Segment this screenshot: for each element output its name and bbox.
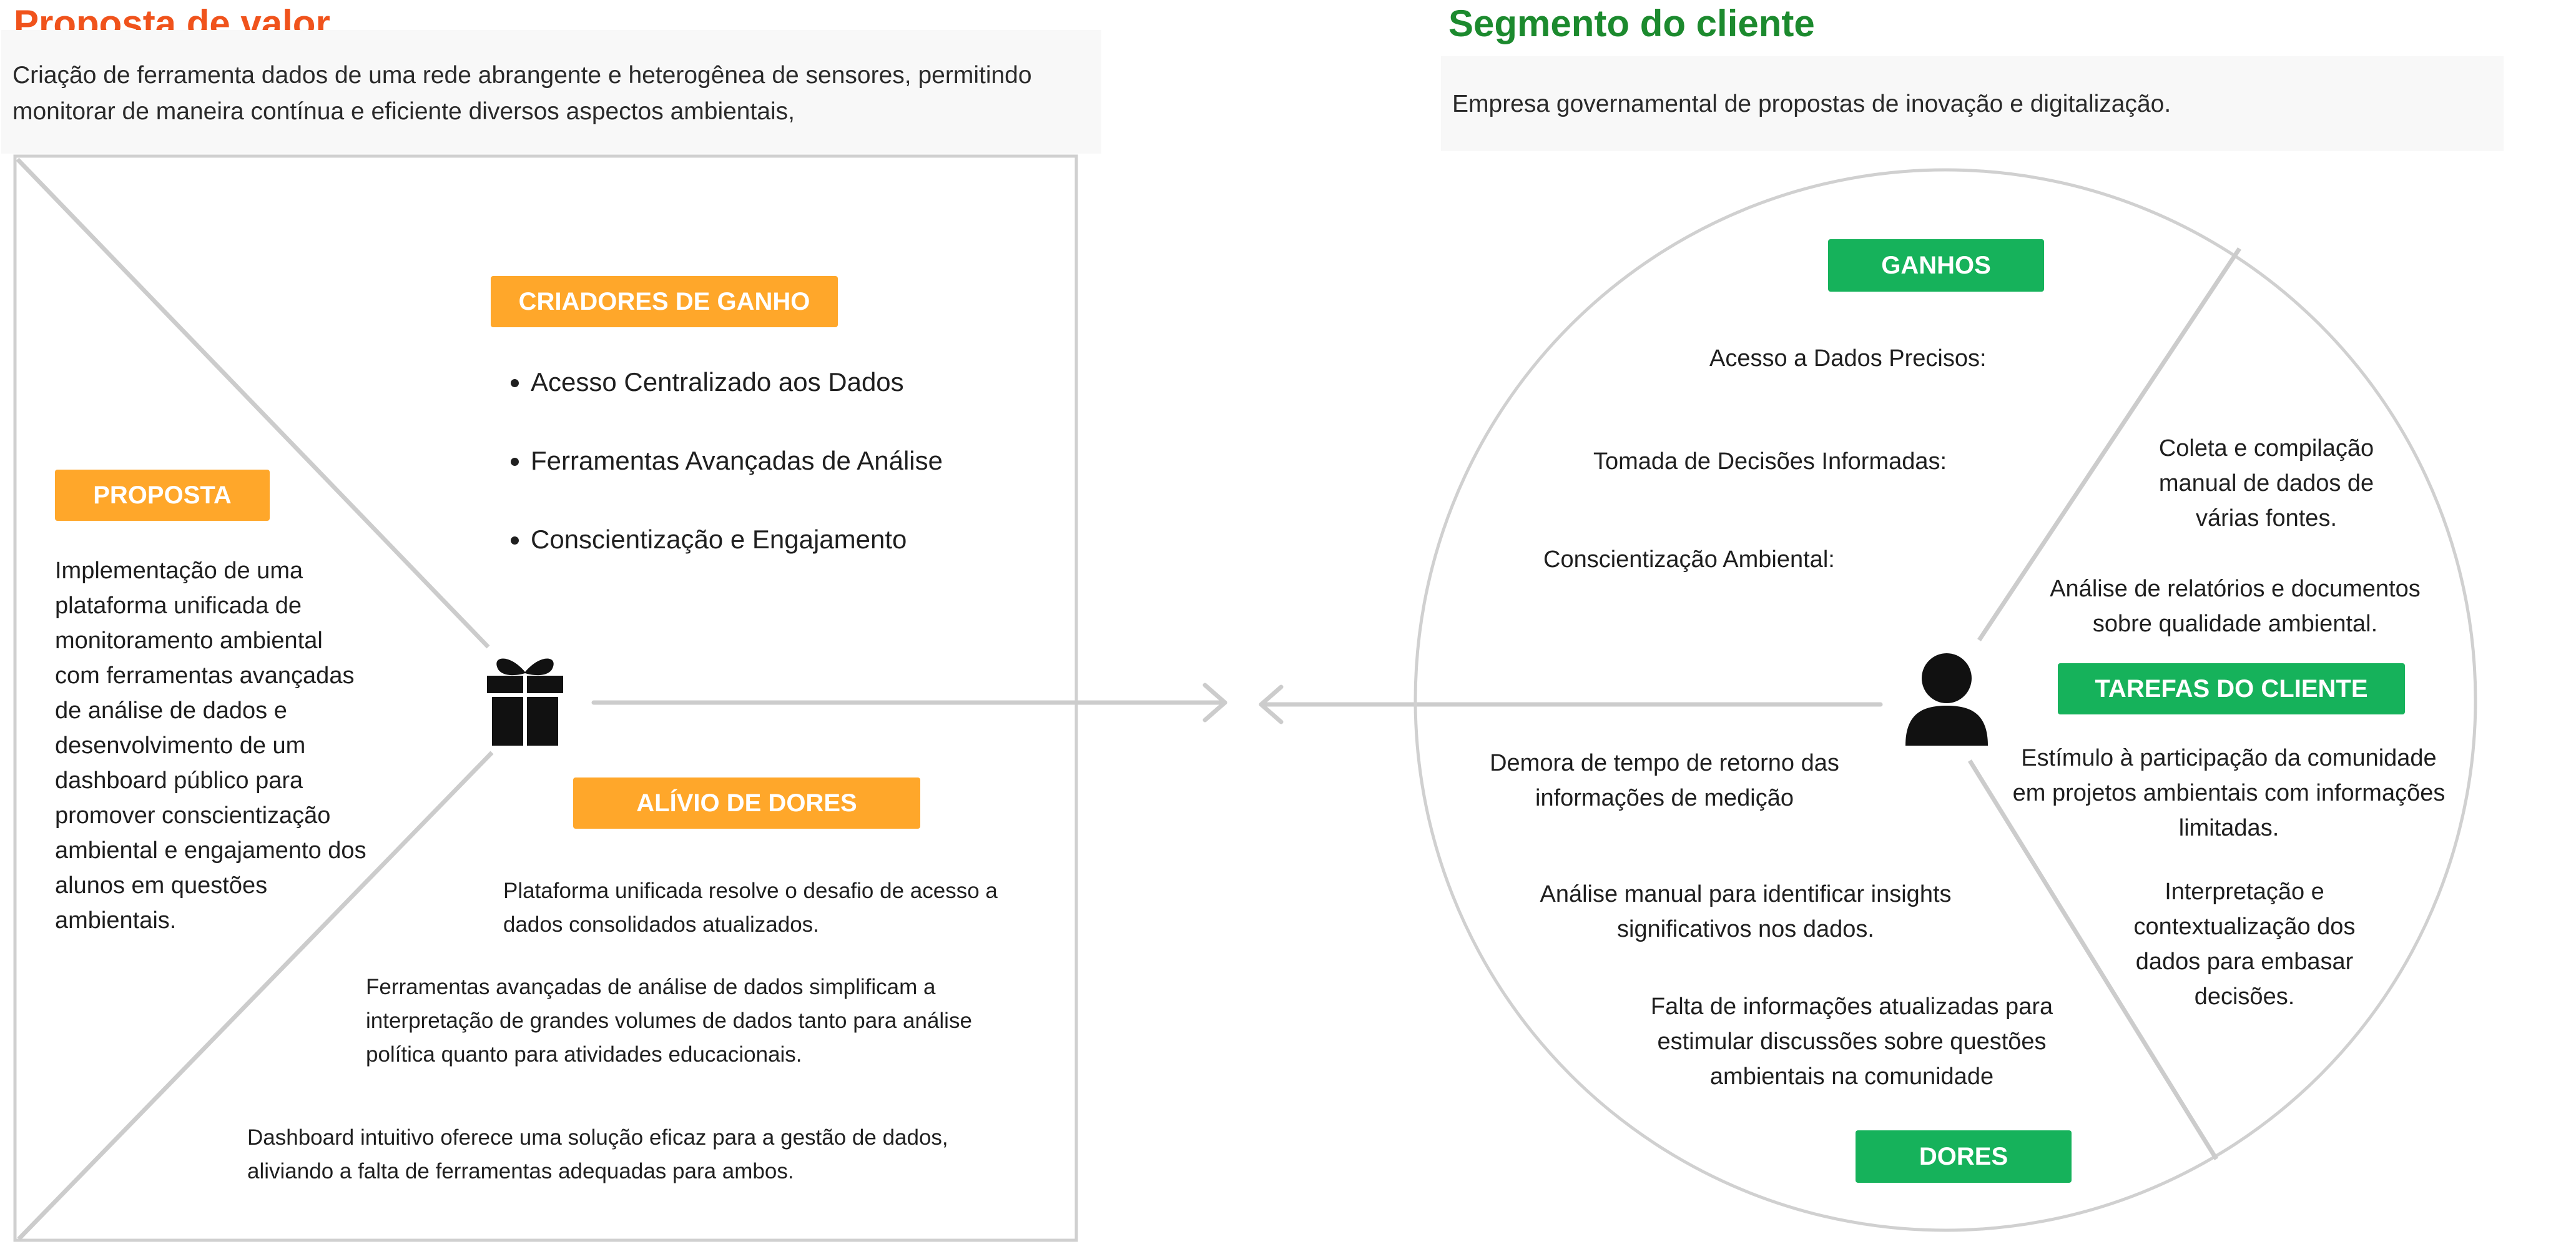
gain-item: Conscientização Ambiental:: [1543, 546, 1835, 573]
pain-reliever-item: Ferramentas avançadas de análise de dado…: [366, 975, 972, 1067]
job-item: Interpretação e contextualização dos dad…: [2133, 879, 2356, 1010]
value-proposition-description: Criação de ferramenta dados de uma rede …: [1, 30, 1101, 154]
segment-line-upper: [1977, 247, 2241, 641]
customer-segment-description: Empresa governamental de propostas de in…: [1441, 56, 2504, 151]
customer-segment-title: Segmento do cliente: [1448, 2, 1815, 44]
job-item: Coleta e compilação manual de dados de v…: [2158, 435, 2374, 531]
pain-item: Falta de informações atualizadas para es…: [1650, 994, 2053, 1090]
arrow-right: [591, 683, 1227, 723]
gain-creator-item: Ferramentas Avançadas de Análise: [531, 446, 1093, 525]
proposta-text: Implementação de uma plataforma unificad…: [55, 558, 366, 934]
pain-relievers-tag: ALÍVIO DE DORES: [573, 778, 920, 829]
pain-item: Demora de tempo de retorno das informaçõ…: [1490, 750, 1839, 811]
pain-reliever-item: Plataforma unificada resolve o desafio d…: [503, 879, 998, 937]
pain-item: Análise manual para identificar insights…: [1540, 881, 1952, 942]
pains-tag: DORES: [1856, 1130, 2072, 1183]
arrow-left: [1259, 684, 1883, 724]
gain-creators-list: Acesso Centralizado aos Dados Ferramenta…: [493, 367, 1093, 603]
job-item: Estímulo à participação da comunidade em…: [2012, 745, 2446, 841]
gain-creator-item: Acesso Centralizado aos Dados: [531, 367, 1093, 446]
job-item: Análise de relatórios e documentos sobre…: [2050, 576, 2421, 637]
gain-creators-tag: CRIADORES DE GANHO: [491, 276, 838, 327]
value-map-square: [13, 154, 1078, 1242]
customer-profile-circle: [1413, 168, 2477, 1232]
customer-jobs-tag: TAREFAS DO CLIENTE: [2058, 663, 2405, 714]
gain-item: Acesso a Dados Precisos:: [1709, 345, 1987, 372]
gain-creator-item: Conscientização e Engajamento: [531, 525, 1093, 603]
proposta-tag: PROPOSTA: [55, 470, 270, 521]
gains-tag: GANHOS: [1828, 239, 2044, 292]
gift-icon: [484, 651, 566, 748]
gain-item: Tomada de Decisões Informadas:: [1593, 448, 1947, 475]
user-icon: [1904, 651, 1989, 746]
divider-upper: [16, 157, 490, 649]
pain-reliever-item: Dashboard intuitivo oferece uma solução …: [247, 1125, 948, 1183]
divider-lower: [17, 751, 494, 1241]
segment-line-lower: [1968, 759, 2218, 1160]
